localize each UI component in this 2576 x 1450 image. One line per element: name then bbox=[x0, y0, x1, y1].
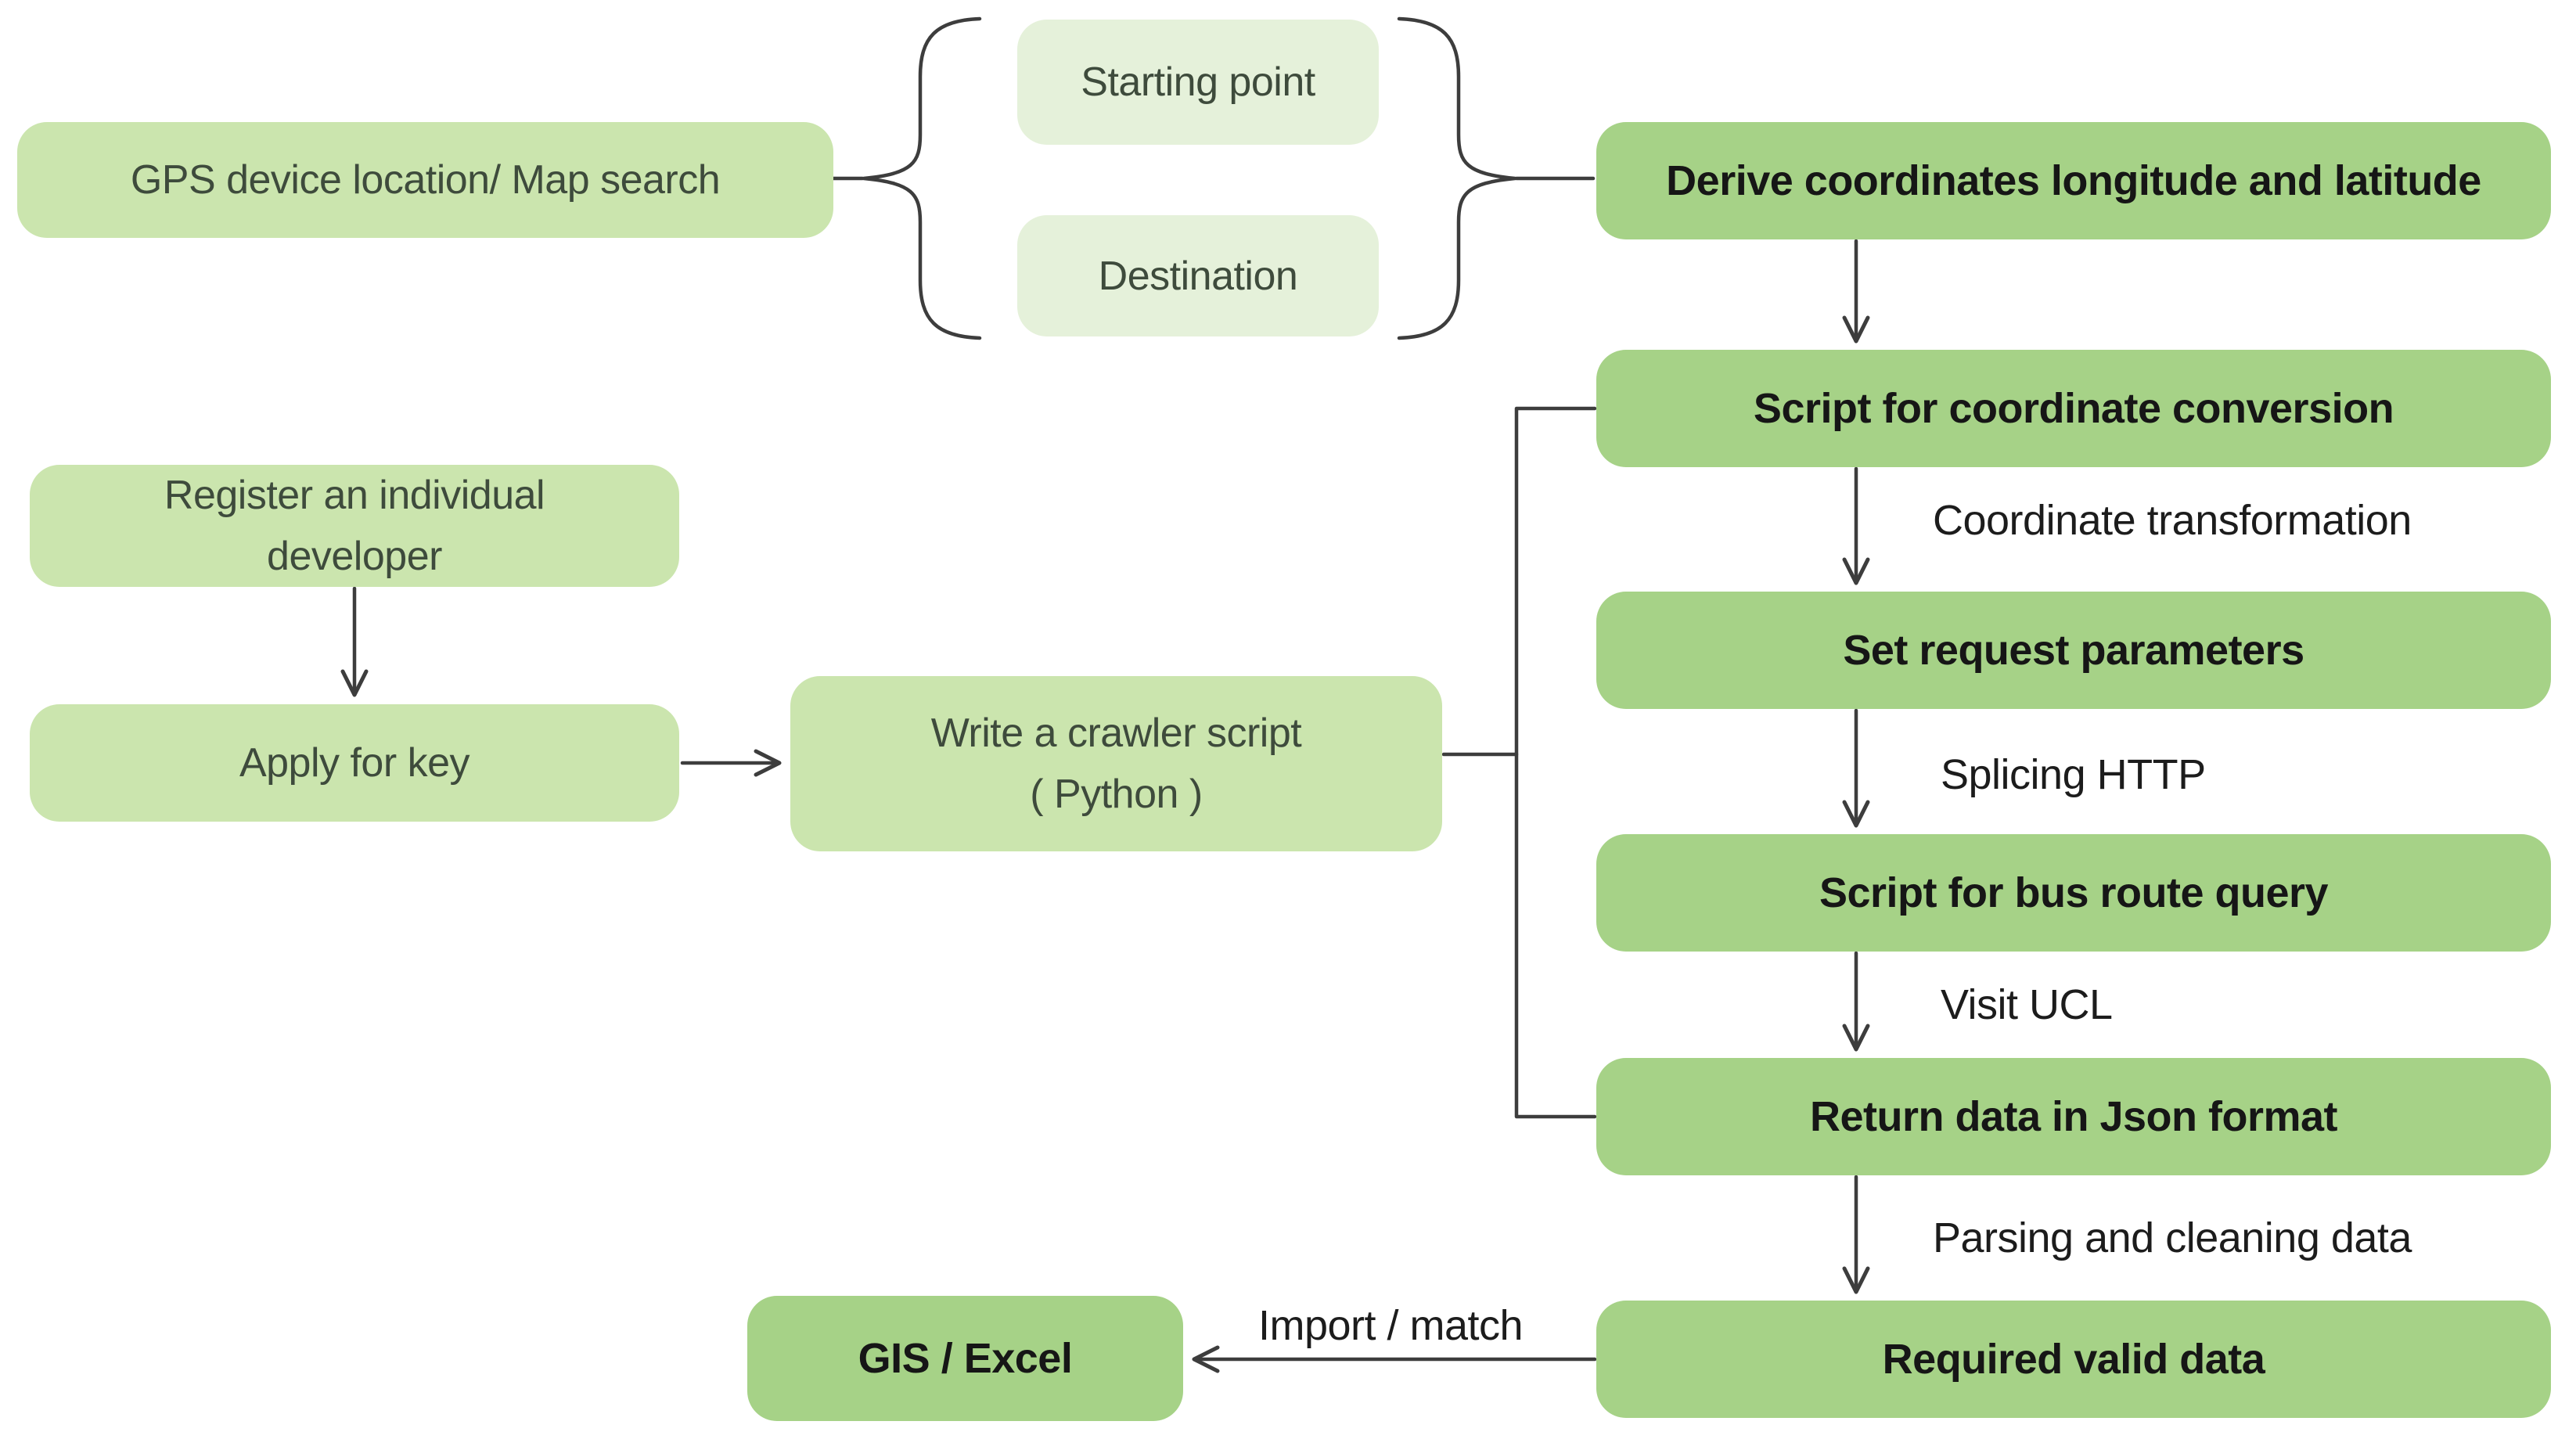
node-register-developer: Register an individual developer bbox=[30, 465, 679, 587]
node-label: Apply for key bbox=[239, 740, 470, 786]
node-label-line1: Register an individual bbox=[164, 473, 545, 518]
edge-label-import-match: Import / match bbox=[1258, 1302, 1524, 1349]
node-label: GPS device location/ Map search bbox=[130, 157, 721, 203]
bracket-crawler-scripts bbox=[1514, 406, 1597, 1119]
edge-label-coordinate-transformation: Coordinate transformation bbox=[1933, 497, 2412, 544]
node-set-request-parameters: Set request parameters bbox=[1596, 592, 2551, 709]
brace-right bbox=[1397, 16, 1517, 340]
node-label: Derive coordinates longitude and latitud… bbox=[1666, 157, 2481, 204]
node-destination: Destination bbox=[1017, 215, 1379, 336]
node-label: Destination bbox=[1098, 253, 1298, 299]
node-label: Starting point bbox=[1081, 59, 1315, 105]
brace-left bbox=[862, 16, 982, 340]
node-starting-point: Starting point bbox=[1017, 20, 1379, 145]
node-gps-map-search: GPS device location/ Map search bbox=[17, 122, 833, 238]
edge-label-parsing-cleaning-data: Parsing and cleaning data bbox=[1933, 1214, 2412, 1261]
node-label: Required valid data bbox=[1882, 1336, 2265, 1383]
edge-label-splicing-http: Splicing HTTP bbox=[1941, 751, 2206, 798]
node-label: Return data in Json format bbox=[1809, 1093, 2338, 1140]
node-script-coordinate-conversion: Script for coordinate conversion bbox=[1596, 350, 2551, 467]
node-label-line1: Write a crawler script bbox=[930, 711, 1302, 756]
node-write-crawler-script: Write a crawler script ( Python ) bbox=[790, 676, 1442, 851]
node-label: Script for bus route query bbox=[1819, 869, 2329, 916]
node-return-json-format: Return data in Json format bbox=[1596, 1058, 2551, 1175]
node-apply-for-key: Apply for key bbox=[30, 704, 679, 822]
node-label: GIS / Excel bbox=[858, 1335, 1073, 1382]
node-derive-coordinates: Derive coordinates longitude and latitud… bbox=[1596, 122, 2551, 239]
node-script-bus-route-query: Script for bus route query bbox=[1596, 834, 2551, 952]
node-label: Set request parameters bbox=[1843, 627, 2304, 674]
edge-label-visit-ucl: Visit UCL bbox=[1941, 981, 2113, 1028]
node-label-line2: developer bbox=[267, 534, 442, 579]
node-required-valid-data: Required valid data bbox=[1596, 1301, 2551, 1418]
node-label-line2: ( Python ) bbox=[1030, 772, 1203, 817]
node-gis-excel: GIS / Excel bbox=[747, 1296, 1183, 1421]
node-label: Script for coordinate conversion bbox=[1753, 385, 2394, 432]
